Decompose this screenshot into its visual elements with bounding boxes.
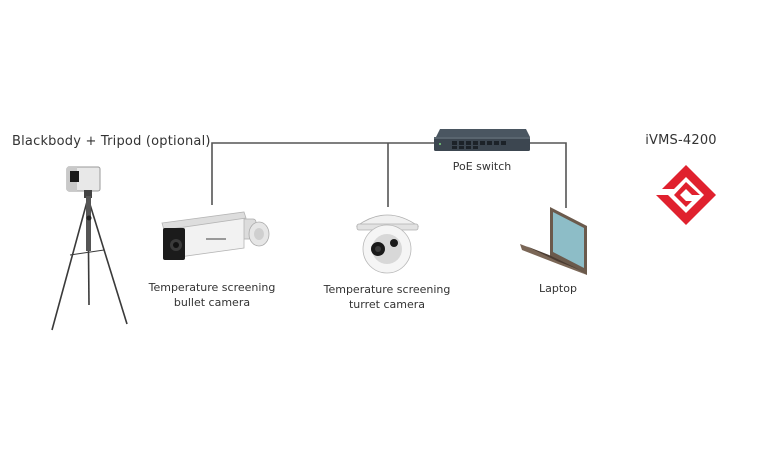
turret-camera-icon [355, 214, 420, 274]
bullet-camera-label: Temperature screening bullet camera [148, 281, 276, 309]
connection-laptop [527, 142, 567, 208]
poe-switch-label: PoE switch [452, 160, 512, 173]
blackbody-label: Blackbody + Tripod (optional) [12, 134, 211, 149]
ivms-label: iVMS-4200 [645, 133, 717, 148]
turret-camera-label: Temperature screening turret camera [323, 283, 451, 311]
ivms-logo-icon [656, 165, 716, 225]
blackbody-tripod-icon [51, 166, 128, 331]
laptop-label: Laptop [539, 282, 577, 295]
connection-lines [211, 142, 567, 208]
laptop-icon [520, 207, 587, 275]
poe-switch-icon [434, 129, 530, 151]
connection-bullet-camera [211, 142, 435, 205]
bullet-camera-icon [161, 211, 270, 260]
